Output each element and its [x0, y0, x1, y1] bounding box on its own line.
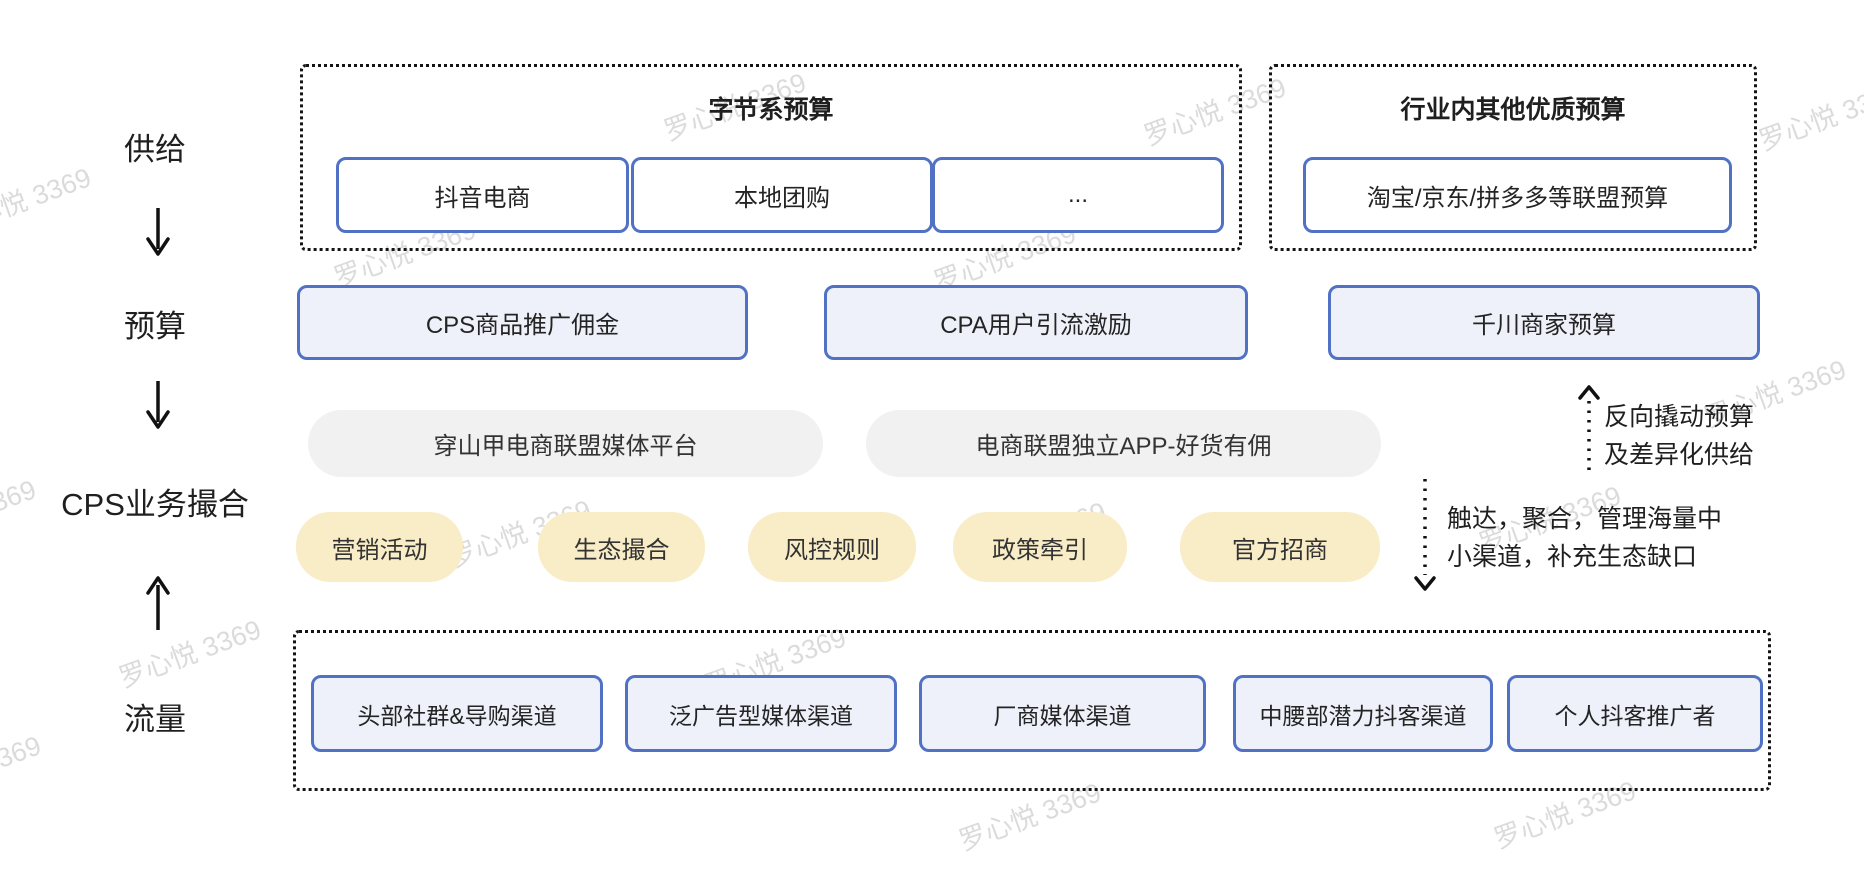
down-arrow-icon: [146, 381, 170, 429]
supply-box-douyin-ecommerce: 抖音电商: [336, 157, 629, 233]
supply-box-ellipsis: ...: [932, 157, 1224, 233]
budget-box-qianchuan: 千川商家预算: [1328, 285, 1760, 360]
up-arrow-icon: [146, 576, 170, 630]
traffic-box-individual-douke: 个人抖客推广者: [1507, 675, 1763, 752]
supply-box-alliance-budget: 淘宝/京东/拼多多等联盟预算: [1303, 157, 1732, 233]
note-reverse-leverage: 反向撬动预算 及差异化供给: [1604, 398, 1754, 474]
note-line: 触达，聚合，管理海量中: [1447, 505, 1723, 533]
rail-label-traffic: 流量: [124, 701, 186, 737]
group-industry-budget: 行业内其他优质预算 淘宝/京东/拼多多等联盟预算: [1269, 64, 1757, 251]
watermark: 罗心悦 3369: [1755, 77, 1864, 157]
budget-box-cps-commission: CPS商品推广佣金: [297, 285, 748, 360]
budget-box-cpa-incentive: CPA用户引流激励: [824, 285, 1248, 360]
watermark: 罗心悦 3369: [115, 614, 266, 694]
rail-label-supply: 供给: [124, 131, 186, 167]
platform-pill-pangolin: 穿山甲电商联盟媒体平台: [308, 410, 823, 477]
watermark: 罗心悦 3369: [0, 162, 96, 242]
capability-pill-policy: 政策牵引: [953, 512, 1127, 582]
rail-label-budget: 预算: [124, 308, 186, 344]
note-line: 反向撬动预算: [1604, 403, 1755, 431]
group-byte-budget: 字节系预算 抖音电商 本地团购 ...: [300, 64, 1242, 251]
traffic-box-mid-tier-douke: 中腰部潜力抖客渠道: [1233, 675, 1493, 752]
traffic-box-vendor-media: 厂商媒体渠道: [919, 675, 1206, 752]
down-arrow-icon: [146, 208, 170, 256]
capability-pill-official-investment: 官方招商: [1180, 512, 1380, 582]
capability-pill-ecosystem: 生态撮合: [538, 512, 705, 582]
traffic-box-top-community: 头部社群&导购渠道: [311, 675, 603, 752]
group-traffic-channels: 头部社群&导购渠道 泛广告型媒体渠道 厂商媒体渠道 中腰部潜力抖客渠道 个人抖客…: [293, 630, 1771, 791]
traffic-box-ad-media: 泛广告型媒体渠道: [625, 675, 897, 752]
watermark: 罗心悦 3369: [0, 730, 46, 809]
supply-box-local-groupbuy: 本地团购: [631, 157, 933, 233]
group-title: 行业内其他优质预算: [1400, 96, 1626, 124]
watermark: 罗心悦 3369: [0, 474, 41, 553]
dotted-up-arrow-icon: [1578, 385, 1600, 477]
note-line: 及差异化供给: [1604, 441, 1755, 469]
group-title: 字节系预算: [708, 96, 834, 124]
rail-label-cps-matchmaking: CPS业务撮合: [61, 486, 249, 522]
platform-pill-haohuo-app: 电商联盟独立APP-好货有佣: [866, 410, 1381, 477]
capability-pill-risk-control: 风控规则: [748, 512, 916, 582]
capability-pill-marketing: 营销活动: [296, 512, 463, 582]
dotted-down-arrow-icon: [1414, 479, 1436, 591]
note-reach-aggregate: 触达，聚合，管理海量中 小渠道，补充生态缺口: [1447, 500, 1722, 576]
note-line: 小渠道，补充生态缺口: [1447, 543, 1698, 571]
